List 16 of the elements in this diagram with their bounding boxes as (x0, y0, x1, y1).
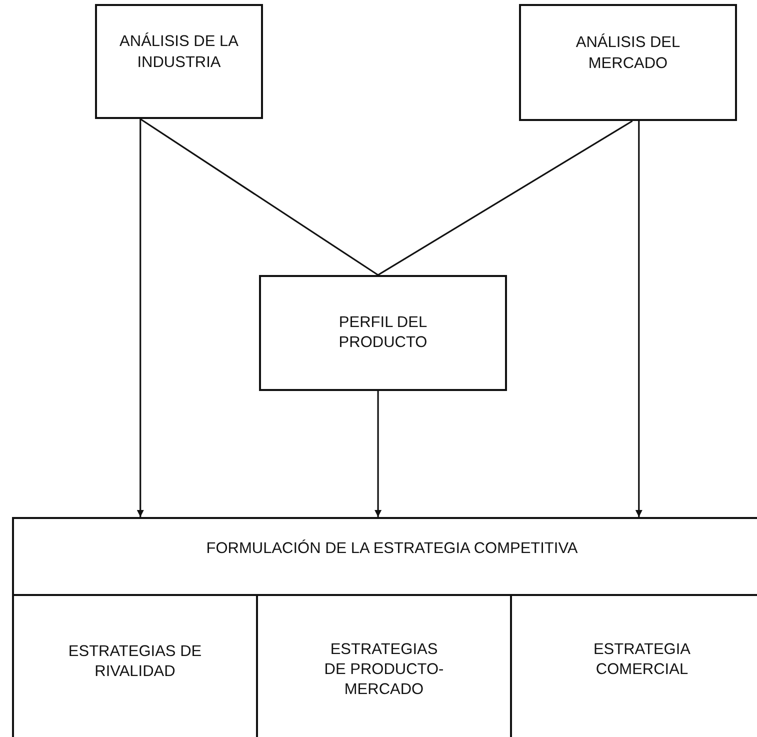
box-label: ANÁLISIS DE LA INDUSTRIA (118, 32, 240, 72)
box-label: FORMULACIÓN DE LA ESTRATEGIA COMPETITIVA (206, 539, 578, 559)
process-box (95, 4, 263, 119)
process-box (259, 275, 507, 391)
arrow (374, 391, 382, 517)
process-box (519, 4, 737, 121)
box-label: ESTRATEGIAS DE RIVALIDAD (67, 642, 203, 682)
box-label: PERFIL DEL PRODUCTO (338, 312, 428, 353)
box-label: ESTRATEGIAS DE PRODUCTO-MERCADO (323, 640, 445, 700)
connector-line (378, 120, 633, 276)
box-label: ESTRATEGIA COMERCIAL (592, 640, 692, 680)
arrow (635, 121, 642, 517)
box-label: ANÁLISIS DEL MERCADO (574, 33, 682, 74)
connector-line (140, 118, 378, 276)
arrow (136, 119, 144, 517)
group-box (12, 517, 757, 737)
